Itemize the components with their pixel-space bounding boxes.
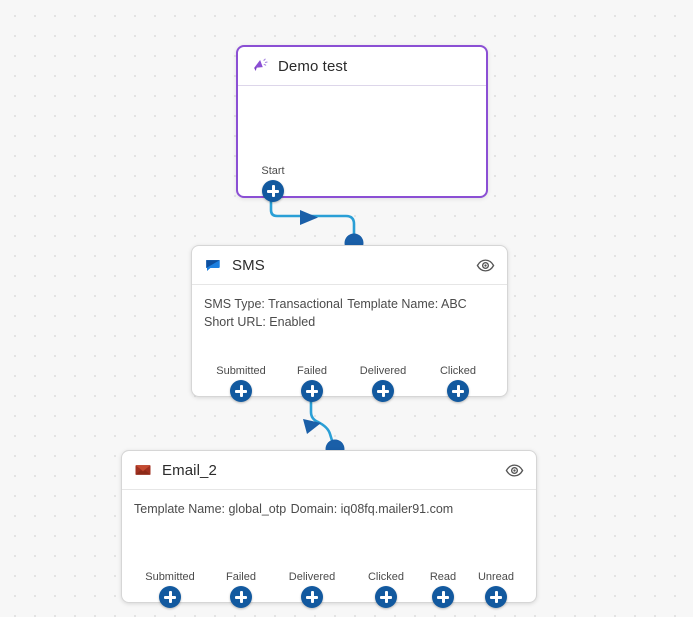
node-email-2[interactable]: Email_2 Template Name: global_otp Domain… xyxy=(121,450,537,608)
port-label: Failed xyxy=(297,365,327,377)
megaphone-icon xyxy=(254,58,268,71)
port-label: Unread xyxy=(477,571,515,583)
port-start[interactable]: Start xyxy=(236,165,310,207)
detail-template-name: Template Name: ABC xyxy=(347,297,467,311)
port-submitted[interactable]: Submitted xyxy=(133,571,207,613)
eye-icon[interactable] xyxy=(505,461,524,480)
port-label: Failed xyxy=(226,571,256,583)
add-step-button[interactable] xyxy=(262,180,284,202)
port-clicked[interactable]: Clicked xyxy=(349,571,423,613)
add-step-button[interactable] xyxy=(375,586,397,608)
add-step-button[interactable] xyxy=(447,380,469,402)
port-submitted[interactable]: Submitted xyxy=(204,365,278,407)
node-title: SMS xyxy=(232,256,265,274)
node-sms[interactable]: SMS SMS Type: Transactional Template Nam… xyxy=(191,245,508,402)
port-row: Submitted Failed Delivered Clicked xyxy=(192,365,507,402)
add-step-button[interactable] xyxy=(301,586,323,608)
add-step-button[interactable] xyxy=(372,380,394,402)
port-unread[interactable]: Unread xyxy=(459,571,533,613)
add-step-button[interactable] xyxy=(485,586,507,608)
port-label: Clicked xyxy=(439,365,477,377)
port-label: Clicked xyxy=(367,571,405,583)
connector-arrow-2 xyxy=(303,419,321,434)
eye-icon[interactable] xyxy=(476,256,495,275)
add-step-button[interactable] xyxy=(230,586,252,608)
port-label: Submitted xyxy=(216,365,266,377)
add-step-button[interactable] xyxy=(301,380,323,402)
node-body: Template Name: global_otp Domain: iq08fq… xyxy=(122,490,536,518)
add-step-button[interactable] xyxy=(230,380,252,402)
detail-sms-type: SMS Type: Transactional xyxy=(204,297,343,311)
port-label: Delivered xyxy=(359,365,407,377)
detail-short-url: Short URL: Enabled xyxy=(204,315,316,329)
port-read[interactable]: Read xyxy=(406,571,480,613)
sms-icon xyxy=(206,260,220,271)
port-failed[interactable]: Failed xyxy=(204,571,278,613)
port-delivered[interactable]: Delivered xyxy=(275,571,349,613)
node-header: Email_2 xyxy=(122,451,536,490)
node-body: SMS Type: Transactional Template Name: A… xyxy=(192,285,507,331)
node-header: Demo test xyxy=(238,47,486,86)
envelope-icon xyxy=(135,465,151,475)
port-row: Submitted Failed Delivered Clicked Read … xyxy=(122,571,536,608)
port-label: Read xyxy=(429,571,457,583)
add-step-button[interactable] xyxy=(159,586,181,608)
node-campaign-demo-test[interactable]: Demo test Start xyxy=(236,45,488,202)
port-label: Delivered xyxy=(288,571,336,583)
connector-arrow-1 xyxy=(300,210,318,225)
node-header: SMS xyxy=(192,246,507,285)
port-clicked[interactable]: Clicked xyxy=(421,365,495,407)
detail-template-name: Template Name: global_otp xyxy=(134,502,287,516)
node-title: Email_2 xyxy=(162,461,217,479)
port-label: Start xyxy=(261,165,285,177)
port-failed[interactable]: Failed xyxy=(275,365,349,407)
detail-domain: Domain: iq08fq.mailer91.com xyxy=(290,502,454,516)
node-title: Demo test xyxy=(278,57,348,75)
port-delivered[interactable]: Delivered xyxy=(346,365,420,407)
port-label: Submitted xyxy=(145,571,195,583)
add-step-button[interactable] xyxy=(432,586,454,608)
connector-start-to-sms xyxy=(269,199,356,244)
